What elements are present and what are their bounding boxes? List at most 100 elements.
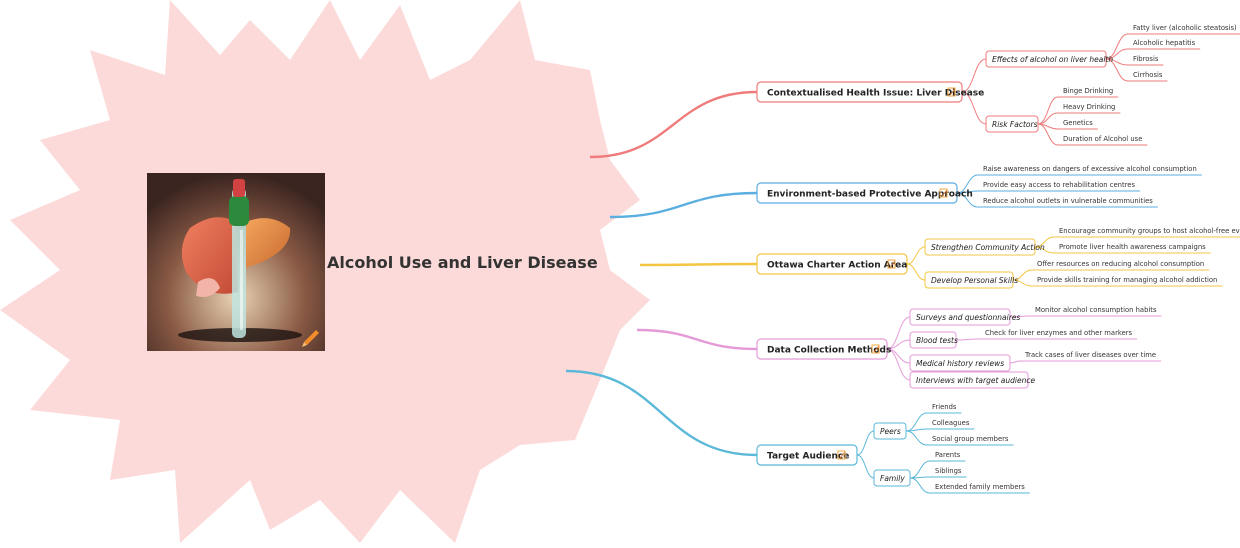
- subtopic-label: Surveys and questionnaires: [916, 313, 1020, 322]
- subtopic-label: Effects of alcohol on liver health: [992, 55, 1113, 64]
- subtopic-connector: [906, 263, 926, 281]
- branch-connector: [565, 369, 758, 457]
- subtopic-connector: [961, 58, 987, 93]
- leaf-label: Track cases of liver diseases over time: [1024, 351, 1156, 359]
- leaf-node[interactable]: Fibrosis: [1128, 55, 1164, 66]
- leaf-node[interactable]: Social group members: [927, 435, 1014, 446]
- note-icon-pen: [941, 189, 948, 197]
- leaf-node[interactable]: Extended family members: [930, 483, 1030, 494]
- subtopic-box: [924, 238, 1036, 256]
- leaf-label: Parents: [935, 451, 961, 459]
- connector-lines: [565, 33, 1129, 494]
- leaf-label: Genetics: [1063, 119, 1093, 127]
- subtopic-node[interactable]: Strengthen Community Action: [924, 238, 1045, 256]
- leaf-label: Promote liver health awareness campaigns: [1059, 243, 1206, 251]
- leaf-connector: [955, 338, 981, 341]
- leaf-node[interactable]: Cirrhosis: [1128, 71, 1168, 82]
- subtopic-connector: [906, 246, 926, 265]
- leaf-label: Raise awareness on dangers of excessive …: [983, 165, 1197, 173]
- leaf-node[interactable]: Siblings: [930, 467, 967, 478]
- main-topic-box: [756, 444, 858, 466]
- leaf-label: Extended family members: [935, 483, 1025, 491]
- leaf-node[interactable]: Promote liver health awareness campaigns: [1054, 243, 1211, 254]
- leaf-node[interactable]: Provide skills training for managing alc…: [1032, 276, 1223, 287]
- leaf-label: Offer resources on reducing alcohol cons…: [1037, 260, 1204, 268]
- subtopic-node[interactable]: Surveys and questionnaires: [909, 308, 1020, 326]
- subtopic-node[interactable]: Blood tests: [909, 331, 958, 349]
- subtopic-node[interactable]: Develop Personal Skills: [924, 271, 1018, 289]
- note-icon[interactable]: [837, 450, 846, 460]
- leaf-node[interactable]: Raise awareness on dangers of excessive …: [978, 165, 1202, 176]
- edit-pencil-icon[interactable]: [302, 330, 319, 347]
- leaf-label: Fibrosis: [1133, 55, 1159, 63]
- main-topic-node[interactable]: Contextualised Health Issue: Liver Disea…: [756, 81, 984, 103]
- note-icon[interactable]: [871, 344, 880, 354]
- note-icon[interactable]: [887, 259, 896, 269]
- subtopic-box: [909, 354, 1011, 372]
- main-topic-node[interactable]: Environment-based Protective Approach: [756, 182, 973, 204]
- subtopic-node[interactable]: Interviews with target audience: [909, 371, 1035, 389]
- leaf-connector: [1009, 315, 1031, 318]
- leaf-node[interactable]: Offer resources on reducing alcohol cons…: [1032, 260, 1210, 271]
- main-topic-node[interactable]: Target Audience: [756, 444, 858, 466]
- leaf-node[interactable]: Fatty liver (alcoholic steatosis): [1128, 24, 1240, 35]
- leaf-label: Heavy Drinking: [1063, 103, 1115, 111]
- leaf-node[interactable]: Colleagues: [927, 419, 975, 430]
- subtopic-label: Blood tests: [916, 336, 958, 345]
- leaf-node[interactable]: Encourage community groups to host alcoh…: [1054, 227, 1240, 238]
- branch-connector: [609, 191, 758, 219]
- subtopic-connector: [961, 91, 987, 125]
- leaf-label: Binge Drinking: [1063, 87, 1113, 95]
- subtopic-box: [985, 50, 1107, 68]
- leaf-node[interactable]: Heavy Drinking: [1058, 103, 1121, 114]
- leaf-label: Monitor alcohol consumption habits: [1035, 306, 1157, 314]
- leaf-node[interactable]: Friends: [927, 403, 962, 414]
- leaf-node[interactable]: Parents: [930, 451, 966, 462]
- leaf-connector: [905, 412, 928, 432]
- branch-connector: [639, 262, 758, 267]
- central-topic-title[interactable]: Alcohol Use and Liver Disease: [327, 253, 598, 272]
- note-icon[interactable]: [939, 188, 948, 198]
- subtopic-node[interactable]: Effects of alcohol on liver health: [985, 50, 1113, 68]
- leaf-node[interactable]: Monitor alcohol consumption habits: [1030, 306, 1162, 317]
- leaf-node[interactable]: Binge Drinking: [1058, 87, 1119, 98]
- leaf-connector: [909, 477, 931, 494]
- leaf-label: Siblings: [935, 467, 962, 475]
- leaf-label: Social group members: [932, 435, 1009, 443]
- subtopic-label: Risk Factors: [992, 120, 1038, 129]
- leaf-label: Fatty liver (alcoholic steatosis): [1133, 24, 1237, 32]
- subtopic-box: [924, 271, 1014, 289]
- main-topic-node[interactable]: Ottawa Charter Action Area: [756, 253, 908, 275]
- leaf-node[interactable]: Duration of Alcohol use: [1058, 135, 1148, 146]
- subtopic-node[interactable]: Peers: [873, 422, 907, 440]
- subtopic-node[interactable]: Family: [873, 469, 911, 487]
- subtopic-label: Peers: [880, 427, 901, 436]
- leaf-connector: [1037, 123, 1059, 146]
- leaf-connector: [1105, 58, 1129, 82]
- leaf-node[interactable]: Track cases of liver diseases over time: [1020, 351, 1162, 362]
- subtopic-connector: [886, 348, 911, 381]
- subtopic-node[interactable]: Risk Factors: [985, 115, 1039, 133]
- leaf-node[interactable]: Reduce alcohol outlets in vulnerable com…: [978, 197, 1158, 208]
- main-topic-box: [756, 338, 888, 360]
- leaf-label: Provide easy access to rehabilitation ce…: [983, 181, 1135, 189]
- main-topic-node[interactable]: Data Collection Methods: [756, 338, 891, 360]
- subtopic-box: [873, 422, 907, 440]
- subtopic-connector: [856, 430, 875, 456]
- leaf-label: Provide skills training for managing alc…: [1037, 276, 1217, 284]
- main-topic-label: Ottawa Charter Action Area: [767, 261, 907, 271]
- branch-connector: [589, 90, 758, 159]
- main-topic-box: [756, 253, 908, 275]
- leaf-node[interactable]: Genetics: [1058, 119, 1098, 130]
- note-icon-pen: [949, 88, 956, 96]
- leaf-node[interactable]: Alcoholic hepatitis: [1128, 39, 1201, 50]
- leaf-connector: [1009, 360, 1021, 364]
- subtopic-node[interactable]: Medical history reviews: [909, 354, 1011, 372]
- leaf-connector: [1034, 246, 1055, 254]
- leaf-node[interactable]: Provide easy access to rehabilitation ce…: [978, 181, 1141, 192]
- leaf-node[interactable]: Check for liver enzymes and other marker…: [980, 329, 1138, 340]
- main-topic-label: Contextualised Health Issue: Liver Disea…: [767, 89, 984, 99]
- subtopic-box: [873, 469, 911, 487]
- note-icon[interactable]: [947, 87, 956, 97]
